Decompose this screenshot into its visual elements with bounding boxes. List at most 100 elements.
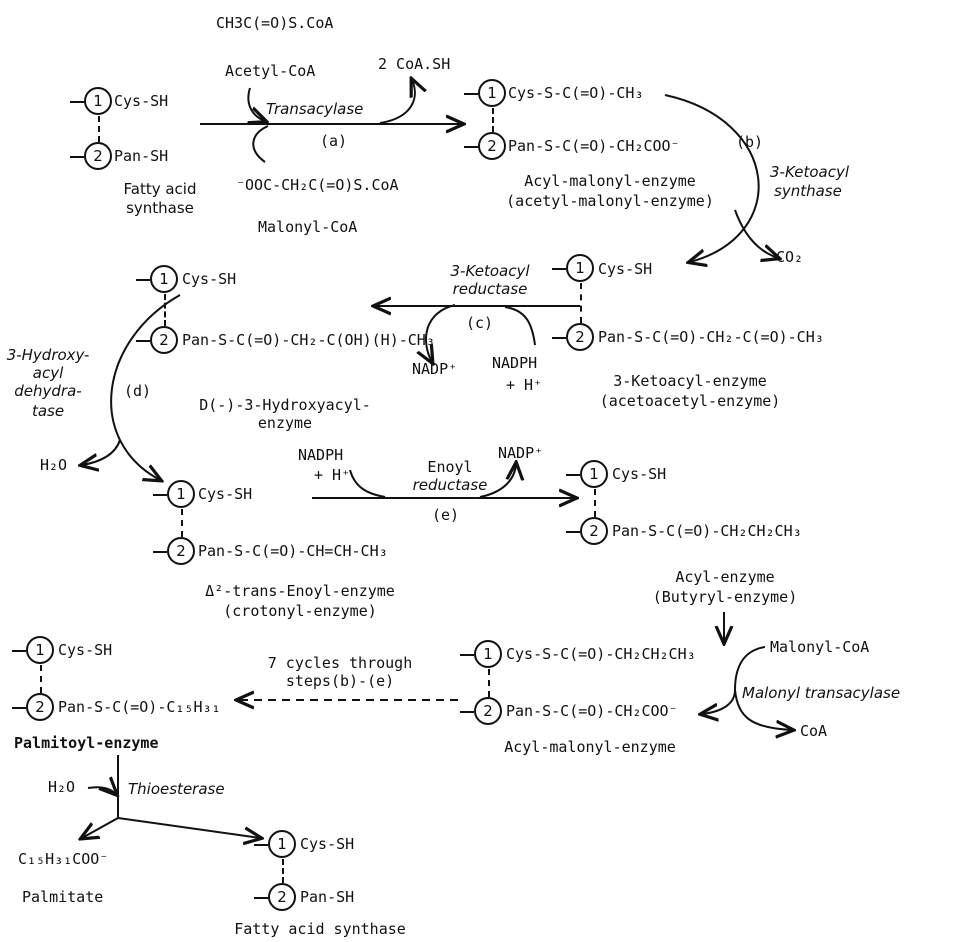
dehydratase-line3: dehydra- bbox=[14, 382, 82, 400]
am1-name-line2: (acetyl-malonyl-enzyme) bbox=[506, 192, 714, 210]
arrow-h2o-out bbox=[82, 439, 121, 465]
malonyl-coa2-label: Malonyl-CoA bbox=[770, 638, 870, 656]
arrow-step-b bbox=[664, 94, 760, 262]
arrow-malonylcoa2-in bbox=[702, 646, 766, 714]
ketoacyl-synthase-line2: synthase bbox=[774, 182, 842, 200]
step-d-label: (d) bbox=[124, 382, 152, 400]
bu-name-line2: (Butyryl-enzyme) bbox=[652, 588, 798, 606]
arrow-fas-out bbox=[117, 817, 260, 838]
fas1-link bbox=[98, 116, 100, 142]
am2-name: Acyl-malonyl-enzyme bbox=[504, 738, 676, 756]
hy-bottom-chain: Pan-S-C(=O)-CH₂-C(OH)(H)-CH₃ bbox=[182, 331, 435, 349]
dehydratase-line4: tase bbox=[31, 402, 65, 420]
enoyl-reductase-line2: reductase bbox=[412, 476, 488, 494]
bu-name-line1: Acyl-enzyme bbox=[675, 568, 775, 586]
hy-stub-1 bbox=[136, 279, 150, 281]
coa-sh-label: 2 CoA.SH bbox=[378, 55, 451, 73]
arrow-acetylcoa-in bbox=[248, 87, 265, 121]
ke-site-1: 1 bbox=[566, 254, 594, 282]
thioesterase-label: Thioesterase bbox=[128, 780, 225, 798]
arrow-nadph-in bbox=[504, 306, 536, 346]
hy-link bbox=[164, 294, 166, 326]
en-site-1: 1 bbox=[167, 480, 195, 508]
bu-stub-1 bbox=[566, 474, 580, 476]
am2-top-chain: Cys-S-C(=O)-CH₂CH₂CH₃ bbox=[506, 645, 696, 663]
fas2-stub-2 bbox=[254, 897, 268, 899]
am1-stub-2 bbox=[464, 146, 478, 148]
nadph-in-label: NADPH bbox=[492, 354, 538, 372]
dehydratase-line2: acyl bbox=[32, 364, 64, 382]
transacylase-label: Transacylase bbox=[266, 100, 364, 118]
fas2-cys-sh: Cys-SH bbox=[300, 835, 355, 853]
fas1-name-line2: synthase bbox=[126, 199, 194, 217]
coa2-out-label: CoA bbox=[800, 722, 828, 740]
en-stub-2 bbox=[153, 551, 167, 553]
am1-site-2: 2 bbox=[478, 132, 506, 160]
acetyl-coa-formula: CH3C(=O)S.CoA bbox=[216, 14, 334, 32]
bu-site-2: 2 bbox=[580, 517, 608, 545]
arrow-step-d bbox=[110, 294, 181, 480]
ke-name-line1: 3-Ketoacyl-enzyme bbox=[613, 372, 767, 390]
arrow-h2o2-in bbox=[87, 787, 116, 794]
palmitate-formula: C₁₅H₃₁COO⁻ bbox=[18, 850, 109, 868]
step-c-label: (c) bbox=[466, 314, 494, 332]
ke-stub-1 bbox=[552, 268, 566, 270]
am2-bottom-chain: Pan-S-C(=O)-CH₂COO⁻ bbox=[506, 702, 678, 720]
en-cys-sh: Cys-SH bbox=[198, 485, 253, 503]
fas2-site-2: 2 bbox=[268, 883, 296, 911]
fas2-site-1: 1 bbox=[268, 830, 296, 858]
h2o-in-label: H₂O bbox=[48, 778, 76, 796]
h-plus2-in-label: + H⁺ bbox=[314, 466, 351, 484]
site-2-circle: 2 bbox=[84, 142, 112, 170]
en-bottom-chain: Pan-S-C(=O)-CH=CH-CH₃ bbox=[198, 542, 388, 560]
fas1-name-line1: Fatty acid bbox=[123, 180, 197, 198]
hy-name-line2: enzyme bbox=[257, 414, 313, 432]
enoyl-reductase-line1: Enoyl bbox=[427, 458, 473, 476]
en-site-2: 2 bbox=[167, 537, 195, 565]
arrow-palmitate-out bbox=[82, 817, 119, 838]
step-b-label: (b) bbox=[736, 133, 764, 151]
h2o-out-label: H₂O bbox=[40, 456, 68, 474]
bu-cys-sh: Cys-SH bbox=[612, 465, 667, 483]
step-e-label: (e) bbox=[432, 506, 460, 524]
fas1-stub-1 bbox=[70, 101, 84, 103]
am2-site-2: 2 bbox=[474, 697, 502, 725]
arrow-co2-out bbox=[734, 209, 778, 258]
arrow-nadph2-in bbox=[349, 469, 386, 498]
pa-site-2: 2 bbox=[26, 693, 54, 721]
nadph2-in-label: NADPH bbox=[298, 446, 344, 464]
am1-link bbox=[492, 108, 494, 132]
hy-stub-2 bbox=[136, 340, 150, 342]
ke-name-line2: (acetoacetyl-enzyme) bbox=[599, 392, 781, 410]
arrow-nadp2-out bbox=[479, 464, 516, 498]
pa-stub-1 bbox=[12, 650, 26, 652]
am2-stub-1 bbox=[460, 654, 474, 656]
am1-stub-1 bbox=[464, 93, 478, 95]
arrow-coa-out bbox=[379, 80, 415, 124]
pa-link bbox=[40, 665, 42, 693]
en-stub-1 bbox=[153, 494, 167, 496]
bu-site-1: 1 bbox=[580, 460, 608, 488]
acetyl-coa-label: Acetyl-CoA bbox=[225, 62, 316, 80]
site-1-circle: 1 bbox=[84, 87, 112, 115]
pa-bottom-chain: Pan-S-C(=O)-C₁₅H₃₁ bbox=[58, 698, 221, 716]
bu-stub-2 bbox=[566, 531, 580, 533]
fas1-stub-2 bbox=[70, 156, 84, 158]
pa-site-1: 1 bbox=[26, 636, 54, 664]
hy-site-2: 2 bbox=[150, 326, 178, 354]
ke-link bbox=[580, 283, 582, 323]
palmitate-label: Palmitate bbox=[22, 888, 104, 906]
malonyl-transacylase-label: Malonyl transacylase bbox=[742, 684, 901, 702]
bu-bottom-chain: Pan-S-C(=O)-CH₂CH₂CH₃ bbox=[612, 522, 802, 540]
arrow-nadp-out bbox=[426, 304, 456, 362]
fas2-pan-sh: Pan-SH bbox=[300, 888, 355, 906]
ke-site-2: 2 bbox=[566, 323, 594, 351]
am1-site-1: 1 bbox=[478, 79, 506, 107]
hy-name-line1: D(-)-3-Hydroxyacyl- bbox=[199, 396, 371, 414]
bu-link bbox=[594, 489, 596, 517]
arrow-coa2-out bbox=[734, 689, 792, 730]
cycles-line2: steps(b)-(e) bbox=[285, 672, 395, 690]
ke-bottom-chain: Pan-S-C(=O)-CH₂-C(=O)-CH₃ bbox=[598, 328, 824, 346]
am1-name-line1: Acyl-malonyl-enzyme bbox=[524, 172, 696, 190]
